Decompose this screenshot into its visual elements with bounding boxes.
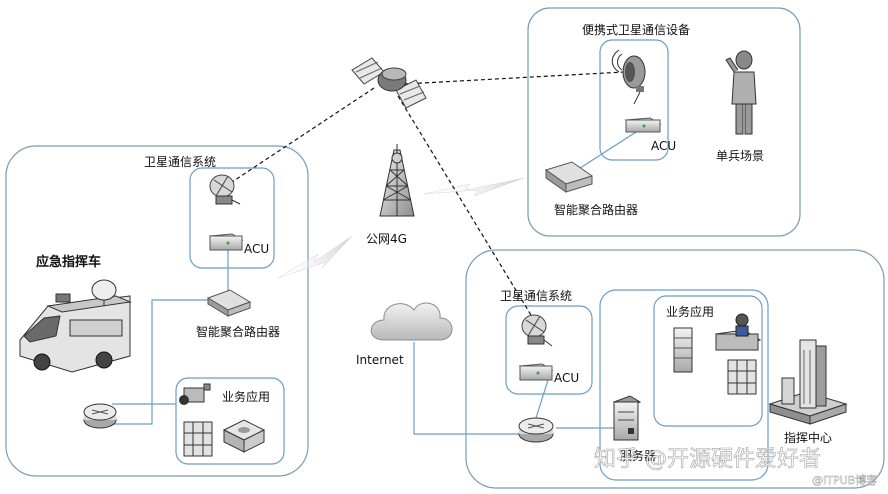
right-business-inner-panel (653, 295, 763, 427)
command-vehicle-icon (19, 279, 132, 373)
left-sys-title: 卫星通信系统 (144, 155, 216, 169)
right-business-label: 业务应用 (666, 304, 714, 319)
left-router-label: 智能聚合路由器 (196, 324, 280, 339)
portable-router-label: 智能聚合路由器 (554, 202, 638, 217)
watermark-main: 知乎 @开源硬件爱好者 (594, 447, 821, 472)
right-switch-icon (518, 417, 554, 443)
wireless-bolt-right (423, 177, 525, 197)
left-device-icon (222, 419, 266, 453)
watermark-small: @ITPUB博客 (812, 473, 877, 487)
portable-panel (527, 7, 801, 237)
left-acu-label: ACU (244, 242, 269, 256)
public-net-label: 公网4G (366, 232, 407, 246)
wireless-bolt-left (277, 235, 353, 279)
server-label: 服务器 (620, 448, 656, 463)
cell-tower-icon (379, 144, 415, 217)
camera-icon (179, 383, 211, 405)
left-switch-icon (83, 403, 117, 429)
soldier-icon (725, 50, 757, 135)
operator-workstation-icon (714, 313, 762, 351)
satellite-links (231, 71, 625, 321)
internet-label: Internet (356, 353, 404, 367)
right-acu-icon (518, 363, 554, 381)
left-router-icon (206, 289, 252, 317)
right-acu-label: ACU (554, 371, 579, 385)
left-sat-panel (189, 167, 275, 269)
portable-inner-panel (599, 39, 669, 161)
right-dish-icon (521, 314, 553, 347)
left-acu-icon (208, 233, 244, 251)
portable-acu-icon (624, 117, 662, 133)
right-business-panel (599, 289, 769, 481)
left-grid-panel-icon (183, 421, 213, 457)
left-business-panel (175, 377, 285, 465)
internet-cloud-icon (370, 302, 453, 341)
wired-links (112, 131, 637, 435)
right-sys-title: 卫星通信系统 (500, 289, 572, 303)
command-center-label: 指挥中心 (784, 430, 832, 445)
portable-dish-icon (611, 49, 646, 105)
left-business-label: 业务应用 (222, 389, 270, 404)
portable-acu-label: ACU (651, 139, 676, 153)
vehicle-label: 应急指挥车 (36, 254, 101, 270)
right-grid-panel-icon (727, 359, 757, 395)
building-icon (768, 339, 848, 425)
right-sat-panel (505, 305, 593, 395)
left-dish-icon (209, 174, 241, 205)
left-panel (5, 145, 309, 477)
portable-title: 便携式卫星通信设备 (582, 22, 690, 37)
portable-router-icon (544, 161, 594, 193)
satellite-icon (351, 57, 427, 109)
right-panel (465, 249, 885, 489)
server-icon (612, 395, 642, 441)
soldier-scene-label: 单兵场景 (716, 149, 764, 163)
rack-icon (673, 327, 693, 373)
